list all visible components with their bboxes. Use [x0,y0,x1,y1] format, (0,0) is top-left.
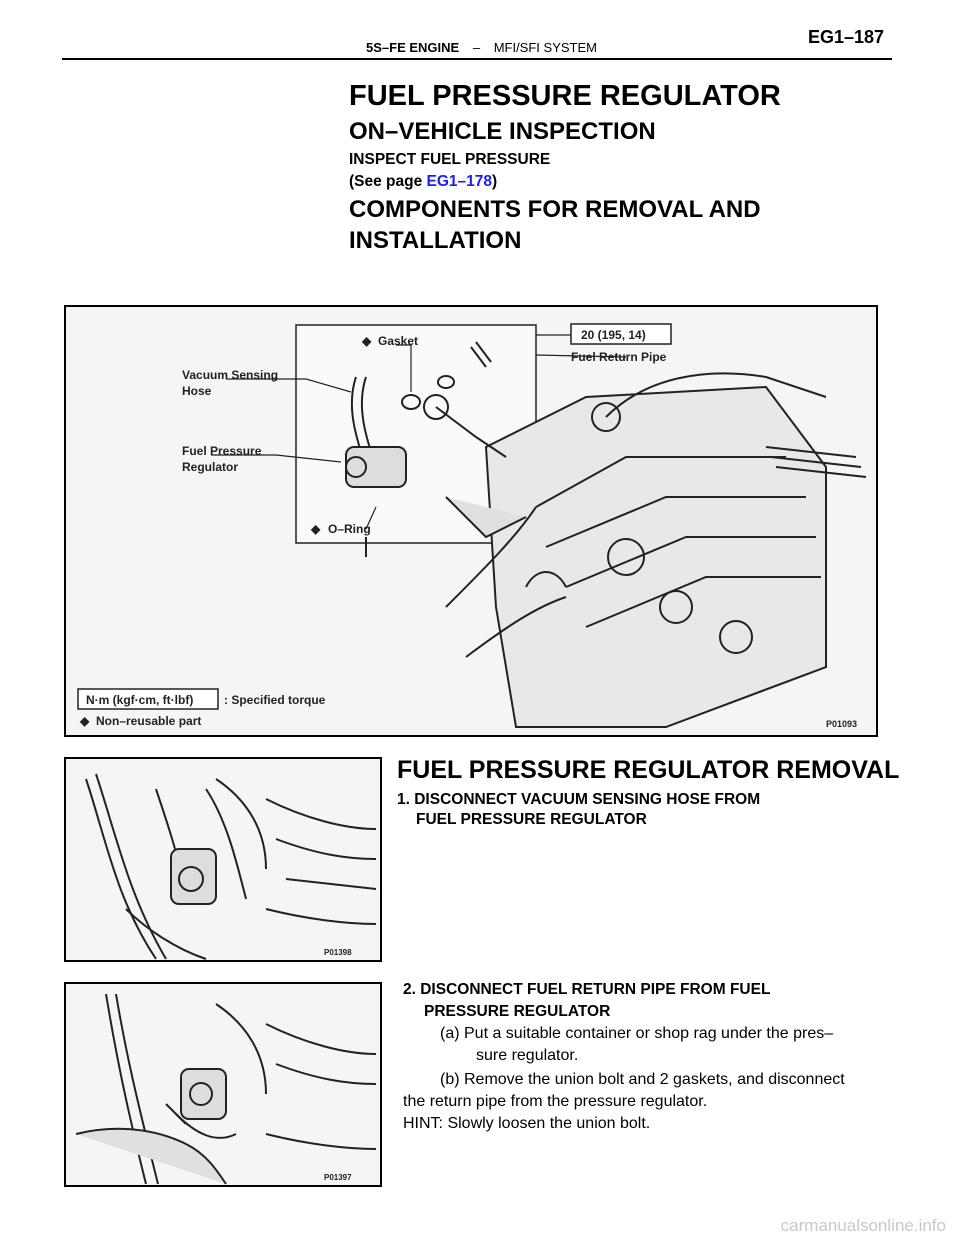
label-vacuum-2: Hose [182,384,212,398]
label-regulator-2: Regulator [182,460,238,474]
page-number: EG1–187 [808,27,885,47]
step2-sub-b-line2: the return pipe from the pressure regula… [403,1093,708,1110]
components-figure: ◆ Gasket 20 (195, 14) Fuel Return Pipe V… [64,305,878,737]
vacuum-hose-illustration: P01398 [66,759,380,960]
see-suffix: ) [492,173,498,190]
figure3-code: P01397 [324,1173,352,1182]
return-pipe-illustration: P01397 [66,984,380,1185]
components-illustration: ◆ Gasket 20 (195, 14) Fuel Return Pipe V… [66,307,876,735]
return-pipe-figure: P01397 [64,982,382,1187]
watermark: carmanualsonline.info [780,1216,946,1235]
page-link[interactable]: EG1–178 [426,173,493,190]
inspect-step: INSPECT FUEL PRESSURE [349,151,551,168]
step1-line2: FUEL PRESSURE REGULATOR [416,811,647,828]
see-prefix: (See page [349,173,427,190]
step2-line2: PRESSURE REGULATOR [424,1003,611,1020]
figure2-code: P01398 [324,948,352,957]
step2-sub-a-line1: (a) Put a suitable container or shop rag… [440,1025,834,1042]
components-heading-2: INSTALLATION [349,227,522,254]
oring-diamond-icon: ◆ [310,522,321,536]
legend-nonreusable: Non–reusable part [96,714,201,728]
header-section: 5S–FE ENGINE – MFI/SFI SYSTEM [366,40,597,55]
label-vacuum-1: Vacuum Sensing [182,368,278,382]
step2-sub-b-line1: (b) Remove the union bolt and 2 gaskets,… [440,1071,845,1088]
header-subsection: MFI/SFI SYSTEM [493,40,597,55]
removal-title: FUEL PRESSURE REGULATOR REMOVAL [397,756,900,784]
step2-line1: 2. DISCONNECT FUEL RETURN PIPE FROM FUEL [403,981,771,998]
see-page-ref: (See page EG1–178) [349,172,497,192]
inspection-heading: ON–VEHICLE INSPECTION [349,118,656,145]
label-gasket: Gasket [378,334,418,348]
label-torque-value: 20 (195, 14) [581,328,646,342]
header-engine: 5S–FE ENGINE [366,40,460,55]
legend-units: N·m (kgf·cm, ft·lbf) [86,693,193,707]
components-heading-1: COMPONENTS FOR REMOVAL AND [349,196,761,223]
header-rule [62,58,892,60]
step1-line1: 1. DISCONNECT VACUUM SENSING HOSE FROM [397,791,761,808]
label-regulator-1: Fuel Pressure [182,444,262,458]
label-fuel-return-pipe: Fuel Return Pipe [571,350,667,364]
figure1-code: P01093 [826,719,857,729]
step2-sub-a-line2: sure regulator. [476,1047,579,1064]
legend-specified-torque: : Specified torque [224,693,326,707]
step2-hint: HINT: Slowly loosen the union bolt. [403,1115,651,1132]
gasket-diamond-icon: ◆ [361,334,372,348]
legend-diamond-icon: ◆ [79,714,90,728]
header-separator: – [472,40,481,55]
vacuum-hose-figure: P01398 [64,757,382,962]
page-title: FUEL PRESSURE REGULATOR [349,80,781,112]
label-oring: O–Ring [328,522,371,536]
